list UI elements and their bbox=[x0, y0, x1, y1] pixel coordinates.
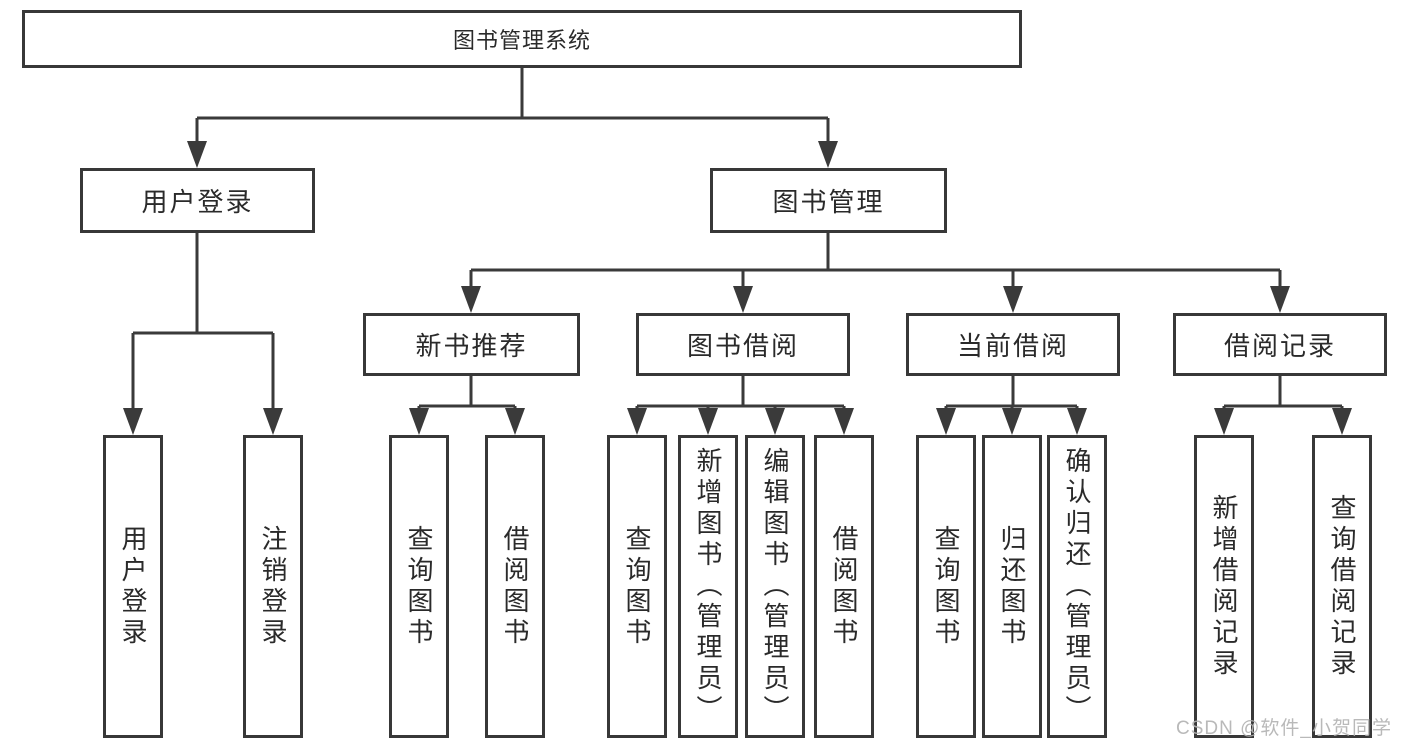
node-new-book-recommend-label: 新书推荐 bbox=[415, 331, 528, 361]
leaf-query-books-current: 查询图书 bbox=[916, 435, 976, 738]
leaf-query-books-borrow-label: 查询图书 bbox=[622, 524, 652, 649]
leaf-query-books-borrow: 查询图书 bbox=[607, 435, 667, 738]
leaf-borrow-books-recommend-label: 借阅图书 bbox=[500, 524, 530, 649]
leaf-edit-book-admin-label: 编辑图书（管理员） bbox=[760, 447, 790, 726]
node-book-borrow: 图书借阅 bbox=[636, 313, 850, 376]
node-book-management: 图书管理 bbox=[710, 168, 947, 233]
leaf-add-book-admin-label: 新增图书（管理员） bbox=[693, 447, 723, 726]
leaf-add-borrow-record: 新增借阅记录 bbox=[1194, 435, 1254, 738]
leaf-user-login-label: 用户登录 bbox=[118, 524, 148, 649]
leaf-logout: 注销登录 bbox=[243, 435, 303, 738]
leaf-query-books-recommend-label: 查询图书 bbox=[404, 524, 434, 649]
node-borrow-records-label: 借阅记录 bbox=[1223, 331, 1336, 361]
leaf-return-books: 归还图书 bbox=[982, 435, 1042, 738]
leaf-confirm-return-admin-label: 确认归还（管理员） bbox=[1062, 447, 1092, 726]
csdn-watermark: CSDN @软件_小贺同学 bbox=[1176, 718, 1392, 739]
leaf-confirm-return-admin: 确认归还（管理员） bbox=[1047, 435, 1107, 738]
node-user-login-label: 用户登录 bbox=[141, 187, 254, 217]
node-current-borrow-label: 当前借阅 bbox=[956, 331, 1069, 361]
node-root-label: 图书管理系统 bbox=[452, 28, 591, 53]
leaf-add-borrow-record-label: 新增借阅记录 bbox=[1209, 493, 1239, 680]
node-book-borrow-label: 图书借阅 bbox=[686, 331, 799, 361]
node-user-login: 用户登录 bbox=[80, 168, 315, 233]
leaf-add-book-admin: 新增图书（管理员） bbox=[678, 435, 738, 738]
node-book-management-label: 图书管理 bbox=[772, 187, 885, 217]
leaf-query-borrow-record: 查询借阅记录 bbox=[1312, 435, 1372, 738]
leaf-query-borrow-record-label: 查询借阅记录 bbox=[1327, 493, 1357, 680]
leaf-borrow-books-recommend: 借阅图书 bbox=[485, 435, 545, 738]
node-root: 图书管理系统 bbox=[22, 10, 1022, 68]
leaf-return-books-label: 归还图书 bbox=[997, 524, 1027, 649]
leaf-edit-book-admin: 编辑图书（管理员） bbox=[745, 435, 805, 738]
leaf-user-login: 用户登录 bbox=[103, 435, 163, 738]
leaf-borrow-books-label: 借阅图书 bbox=[829, 524, 859, 649]
leaf-logout-label: 注销登录 bbox=[258, 524, 288, 649]
node-current-borrow: 当前借阅 bbox=[906, 313, 1120, 376]
node-new-book-recommend: 新书推荐 bbox=[363, 313, 580, 376]
leaf-query-books-current-label: 查询图书 bbox=[931, 524, 961, 649]
leaf-borrow-books: 借阅图书 bbox=[814, 435, 874, 738]
node-borrow-records: 借阅记录 bbox=[1173, 313, 1387, 376]
leaf-query-books-recommend: 查询图书 bbox=[389, 435, 449, 738]
